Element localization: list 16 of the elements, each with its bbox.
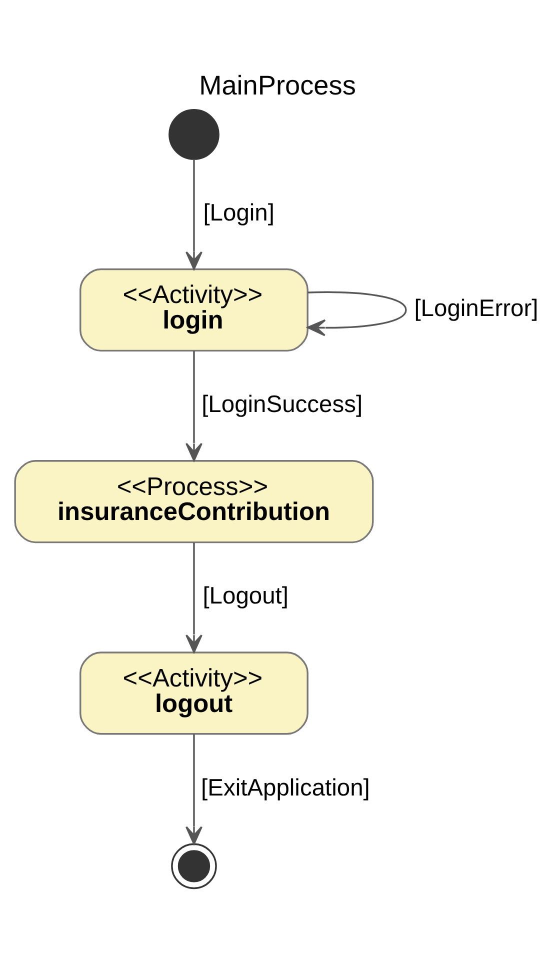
node-circle xyxy=(168,109,220,160)
arrow xyxy=(186,351,202,462)
node-box: <<Activity>> login xyxy=(80,268,308,352)
node-circle xyxy=(171,843,217,890)
edge-label: [Logout] xyxy=(202,584,289,610)
edge-label: [LoginSuccess] xyxy=(202,392,363,418)
edge-label: [LoginError] xyxy=(414,296,538,322)
arrow xyxy=(186,542,202,653)
node-box: <<Process>> insuranceContribution xyxy=(14,460,374,544)
edge-label: [ExitApplication] xyxy=(201,775,370,802)
arrow xyxy=(186,734,202,845)
arrow xyxy=(307,291,407,336)
edge-label: [Login] xyxy=(203,200,274,226)
node-box: <<Activity>> logout xyxy=(80,652,308,735)
arrow xyxy=(186,159,202,270)
diagram-title: MainProcess xyxy=(199,69,356,100)
